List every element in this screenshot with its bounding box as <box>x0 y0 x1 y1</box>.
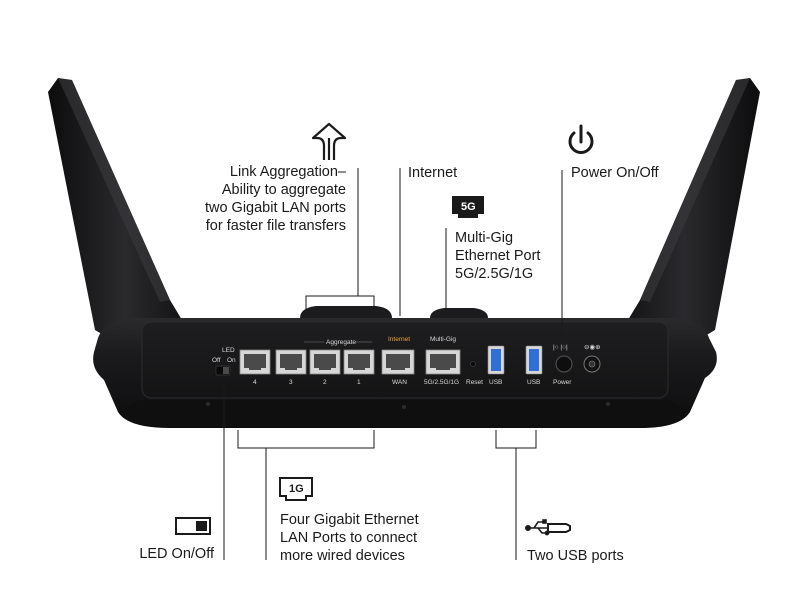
callout-line: Ethernet Port <box>455 248 541 264</box>
power-button[interactable] <box>555 355 573 373</box>
callout-line: two Gigabit LAN ports <box>204 200 346 216</box>
right-antenna <box>622 78 760 345</box>
screw <box>606 402 610 406</box>
lan-bracket-bottom <box>237 430 375 449</box>
aggregation-bracket-top <box>305 295 375 312</box>
lan-ports <box>239 349 375 375</box>
left-antenna <box>48 78 188 345</box>
usb-bracket-bottom <box>495 430 537 449</box>
callout-line: Internet <box>408 165 458 181</box>
lan-port[interactable] <box>309 349 341 375</box>
callout-line: Power On/Off <box>571 165 659 181</box>
callout-line: Two USB ports <box>527 548 624 564</box>
callout-line: Link Aggregation– <box>229 164 346 180</box>
port-number-label: 3 <box>289 379 293 386</box>
off-label: Off <box>212 357 221 364</box>
port-number-label: 2 <box>323 379 327 386</box>
reset-label: Reset <box>466 379 483 386</box>
power-icon <box>568 124 594 154</box>
lan-port[interactable] <box>343 349 375 375</box>
screw <box>206 402 210 406</box>
callout-lines <box>223 168 563 560</box>
lan-port[interactable] <box>239 349 271 375</box>
callout-line: LED On/Off <box>139 546 214 562</box>
wan-port[interactable] <box>381 349 415 375</box>
link-aggregation-callout: Link Aggregation– Ability to aggregate t… <box>168 163 346 235</box>
on-label: On <box>227 357 236 364</box>
led-label: LED <box>222 347 235 354</box>
power-symbol-mark: |○ |○| <box>553 344 568 351</box>
usb-icon <box>524 519 571 536</box>
usb2-label: USB <box>527 379 540 386</box>
5g-port-icon: 5G <box>452 196 484 218</box>
callout-line: Four Gigabit Ethernet <box>280 512 419 528</box>
multigig-callout: Multi-Gig Ethernet Port 5G/2.5G/1G <box>455 229 540 283</box>
multigig-port[interactable] <box>425 349 461 375</box>
callout-line: Ability to aggregate <box>221 182 346 198</box>
callout-line: for faster file transfers <box>205 218 346 234</box>
lan-port[interactable] <box>275 349 307 375</box>
lan-callout: Four Gigabit Ethernet LAN Ports to conne… <box>280 511 419 565</box>
aggregate-label: Aggregate <box>326 339 356 346</box>
power-callout: Power On/Off <box>571 164 659 182</box>
usb1-label: USB <box>489 379 502 386</box>
callout-line: 5G/2.5G/1G <box>455 266 534 282</box>
callout-line: Multi-Gig <box>455 230 514 246</box>
1g-port-icon: 1G <box>279 477 313 501</box>
usb-callout: Two USB ports <box>527 547 624 565</box>
screw <box>402 405 406 409</box>
internet-callout: Internet <box>408 164 457 182</box>
5g-badge-text: 5G <box>461 201 476 213</box>
usb-port[interactable] <box>487 345 505 375</box>
reset-button[interactable] <box>470 361 476 367</box>
internet-panel-label: Internet <box>388 336 410 343</box>
led-switch-icon <box>175 517 211 535</box>
aggregate-arrow-icon <box>311 122 347 160</box>
multigig-speed-label: 5G/2.5G/1G <box>424 379 459 386</box>
multigig-panel-label: Multi-Gig <box>430 336 456 343</box>
callout-line: LAN Ports to connect <box>280 530 418 546</box>
port-number-label: 4 <box>253 379 257 386</box>
usb-port[interactable] <box>525 345 543 375</box>
port-number-label: 1 <box>357 379 361 386</box>
1g-badge-text: 1G <box>289 483 304 495</box>
callout-line: more wired devices <box>280 548 405 564</box>
dc-symbol-mark: ⊖◉⊕ <box>584 344 601 351</box>
led-callout: LED On/Off <box>110 545 214 563</box>
power-panel-label: Power <box>553 379 572 386</box>
wan-label: WAN <box>392 379 407 386</box>
